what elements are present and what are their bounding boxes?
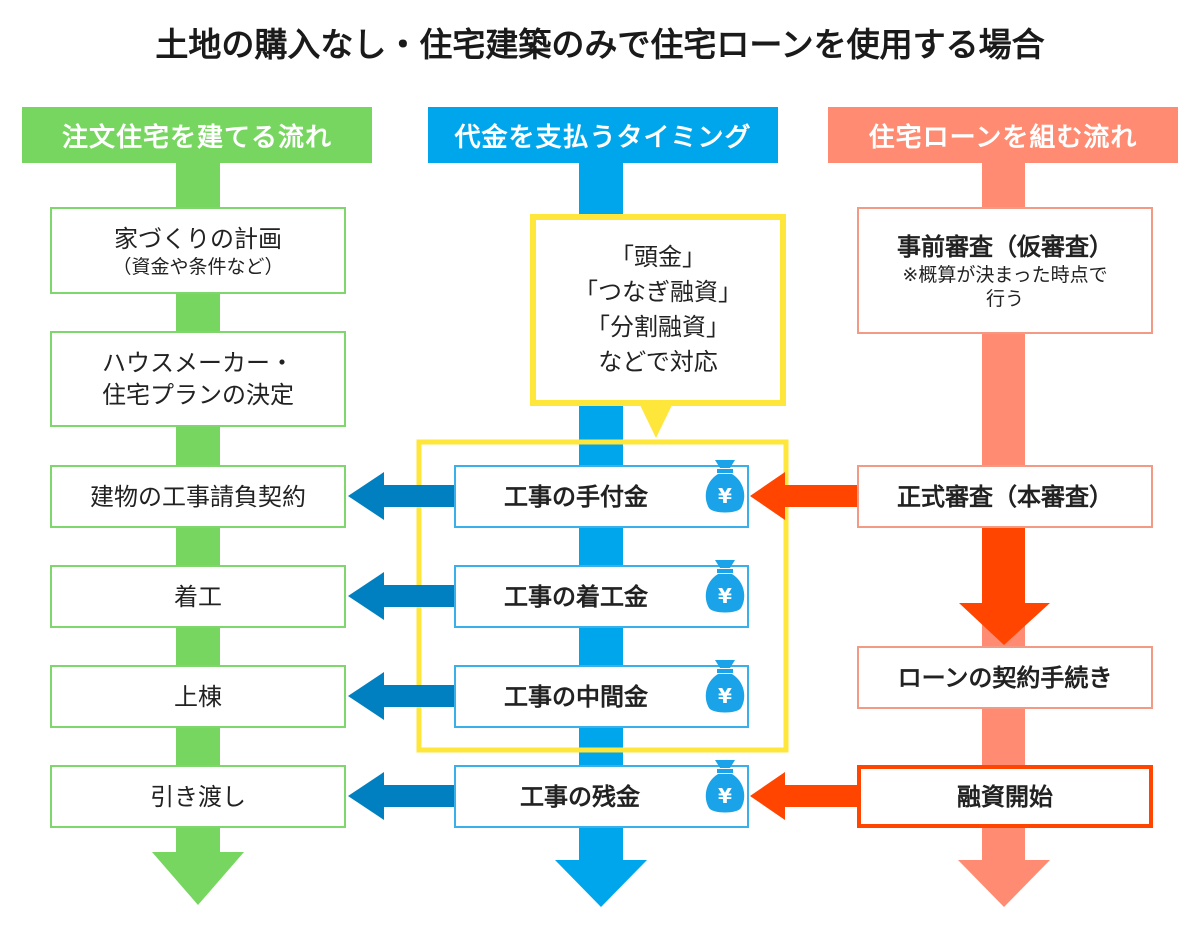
payment-step-deposit: 工事の手付金 [454, 465, 749, 528]
payment-step-balance: 工事の残金 [454, 765, 749, 828]
payment-callout: 「頭金」 「つなぎ融資」 「分割融資」 などで対応 [539, 223, 777, 397]
step-label: 事前審査（仮審査） [897, 232, 1113, 261]
step-label: 工事の中間金 [504, 682, 648, 711]
callout-pointer [640, 405, 672, 438]
step-label: ローンの契約手続き [897, 663, 1113, 692]
build-step-handover: 引き渡し [50, 765, 346, 828]
svg-text:¥: ¥ [718, 784, 732, 808]
build-step-groundbreaking: 着工 [50, 565, 346, 628]
step-sublabel: （資金や条件など） [112, 255, 284, 278]
diagram-title: 土地の購入なし・住宅建築のみで住宅ローンを使用する場合 [155, 25, 1045, 64]
payment-step-interim: 工事の中間金 [454, 665, 749, 728]
red-down-arrow-icon [959, 603, 1050, 645]
step-label-line2: 住宅プランの決定 [102, 381, 294, 409]
step-label: 家づくりの計画 [114, 224, 282, 253]
step-label: 上棟 [174, 682, 222, 711]
money-bag-yen-icon: ¥ [705, 660, 745, 713]
loan-step-disbursement: 融資開始 [857, 765, 1153, 828]
salmon-down-arrow-icon [958, 860, 1050, 907]
red-trunk-segment [982, 527, 1025, 604]
callout-line: 「つなぎ融資」 [574, 278, 742, 306]
step-label: 正式審査（本審査） [897, 482, 1113, 511]
callout-line: 「頭金」 [610, 243, 706, 271]
build-step-framing: 上棟 [50, 665, 346, 728]
build-step-contract: 建物の工事請負契約 [50, 465, 346, 528]
blue-down-arrow-icon [555, 860, 647, 907]
build-step-maker-decision: ハウスメーカー・ 住宅プランの決定 [50, 331, 346, 427]
step-label: 工事の残金 [520, 782, 640, 811]
loan-step-formal-screening: 正式審査（本審査） [857, 465, 1153, 528]
header-payment-timing: 代金を支払うタイミング [428, 107, 778, 163]
build-step-plan: 家づくりの計画 （資金や条件など） [50, 207, 346, 294]
callout-line: などで対応 [598, 348, 718, 376]
money-bag-yen-icon: ¥ [705, 760, 745, 813]
step-note: ※概算が決まった時点で [902, 263, 1108, 286]
step-label: ハウスメーカー・ [102, 349, 294, 377]
step-note-line2: 行う [985, 287, 1024, 310]
step-label: 建物の工事請負契約 [90, 482, 306, 511]
payment-step-start-payment: 工事の着工金 [454, 565, 749, 628]
callout-line: 「分割融資」 [586, 313, 730, 341]
step-label: 着工 [174, 582, 222, 611]
step-label: 融資開始 [957, 782, 1053, 811]
callout-border [530, 214, 786, 406]
step-label: 工事の手付金 [504, 482, 648, 511]
svg-text:¥: ¥ [718, 584, 732, 608]
svg-text:¥: ¥ [718, 484, 732, 508]
loan-step-pre-screening: 事前審査（仮審査） ※概算が決まった時点で 行う [857, 207, 1153, 334]
loan-to-payment-arrows [750, 472, 859, 820]
step-label: 工事の着工金 [504, 582, 648, 611]
svg-text:¥: ¥ [718, 684, 732, 708]
payment-to-build-arrows [348, 472, 456, 820]
header-build-flow: 注文住宅を建てる流れ [22, 107, 372, 163]
header-loan-flow: 住宅ローンを組む流れ [828, 107, 1178, 163]
money-bag-yen-icon: ¥ [705, 460, 745, 513]
green-down-arrow-icon [152, 852, 244, 905]
step-label: 引き渡し [150, 782, 246, 811]
money-bag-yen-icon: ¥ [705, 560, 745, 613]
loan-step-contract: ローンの契約手続き [857, 646, 1153, 709]
